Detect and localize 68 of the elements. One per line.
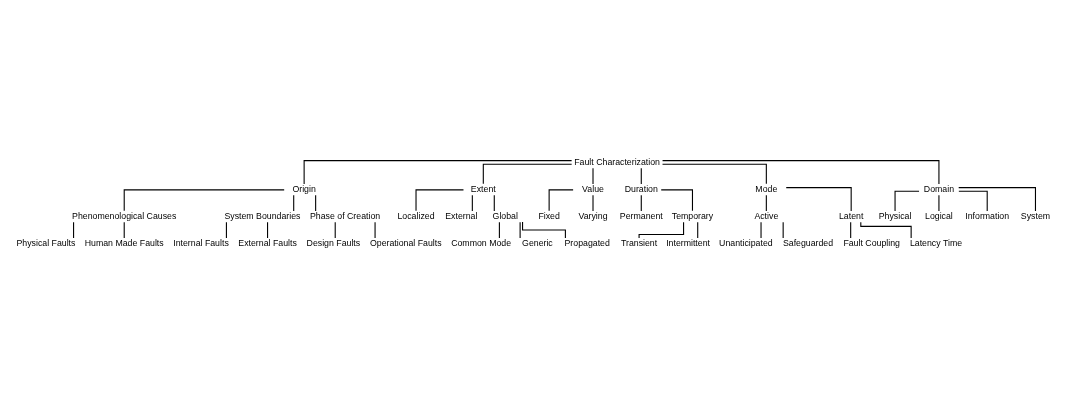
node-text: Phenomenological Causes [72,210,177,221]
node-text: Global [492,210,518,221]
node-text: Propagated [564,237,610,248]
connector [471,194,473,212]
node-text: Phase of Creation [310,210,381,221]
connector [498,221,500,239]
node-text: Safeguarded [782,237,834,248]
node-text: Temporary [671,210,714,221]
node-text: Origin [292,183,316,194]
node-text: Extent [470,183,496,194]
connector [267,221,269,239]
node-text: Logical [925,210,953,221]
node-text: Fault Coupling [843,237,900,248]
node-text: Human Made Faults [84,237,164,248]
node-text: Latency Time [909,237,963,248]
connector [660,188,693,211]
node-text: Information [965,210,1010,221]
connector [958,186,1036,211]
connector [697,221,699,239]
node-text: Operational Faults [369,237,442,248]
connector [638,221,685,238]
connector [334,221,336,239]
node-text: Intermittent [666,237,711,248]
connector [640,194,642,212]
node-text: Permanent [619,210,663,221]
connector [73,221,75,239]
node-text: Physical [878,210,912,221]
connector [123,188,285,211]
node-text: Varying [578,210,608,221]
node-text: Common Mode [451,237,512,248]
node-text: Duration [624,183,658,194]
connector [548,188,574,211]
connector [293,194,295,212]
node-text: Internal Faults [173,237,229,248]
node-text: Latent [838,210,864,221]
connector [303,159,573,184]
node-text: Unanticipated [719,237,773,248]
connector [850,221,852,239]
node-text: System [1020,210,1051,221]
node-text: Generic [522,237,553,248]
node-text: External Faults [238,237,297,248]
connector [958,190,988,211]
node-text: Localized [397,210,435,221]
node-text: Transient [620,237,658,248]
connector [225,221,227,239]
node-text: Fault Characterization [574,156,661,167]
connector [765,194,767,212]
connector [782,221,784,239]
connector [661,163,767,184]
connector [493,194,495,212]
node-text: Active [754,210,779,221]
connector [785,186,852,211]
node-text: Domain [923,183,955,194]
connector [415,188,465,211]
connector [519,221,521,239]
node-text: Fixed [538,210,560,221]
connector [123,221,125,239]
node-text: Mode [755,183,778,194]
connector [894,190,920,211]
connector [315,194,317,212]
connector [640,167,642,184]
node-text: Physical Faults [16,237,76,248]
connector [662,159,940,184]
node-text: System Boundaries [224,210,301,221]
node-text: External [445,210,478,221]
node-text: Design Faults [306,237,361,248]
connector [482,163,573,184]
node-text: Value [582,183,604,194]
